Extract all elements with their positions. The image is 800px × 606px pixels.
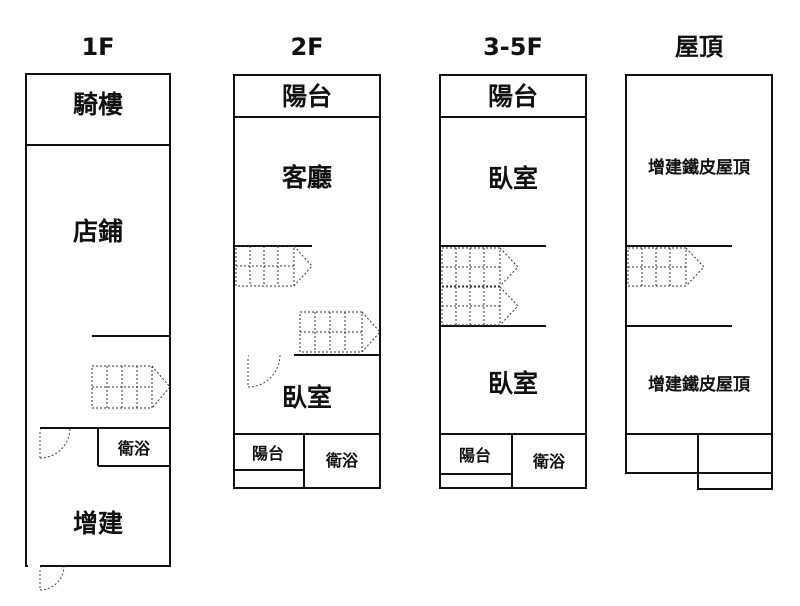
room-label: 增建鐵皮屋頂 bbox=[648, 157, 751, 178]
staircase bbox=[91, 365, 171, 409]
staircase bbox=[441, 286, 519, 326]
room-label: 臥室 bbox=[488, 164, 538, 193]
floor-2f: 2F 陽台 客廳 臥室 bbox=[233, 33, 381, 489]
room-label: 陽台 bbox=[252, 444, 284, 463]
room-label: 增建 bbox=[73, 509, 123, 538]
staircase bbox=[299, 311, 381, 353]
staircase bbox=[235, 245, 313, 287]
floor-1f: 1F 騎樓 店鋪 衛浴 增建 bbox=[25, 33, 171, 591]
floor-1f-outline bbox=[25, 73, 171, 567]
door-swing bbox=[39, 565, 65, 591]
floor-3-5f-outline bbox=[439, 74, 587, 489]
floor-title-2f: 2F bbox=[290, 33, 323, 61]
room-label: 客廳 bbox=[282, 163, 332, 192]
door-swing bbox=[247, 354, 281, 388]
room-label: 陽台 bbox=[282, 82, 332, 111]
room-label: 陽台 bbox=[459, 446, 491, 465]
floor-title-1f: 1F bbox=[81, 33, 114, 61]
room-label: 陽台 bbox=[488, 82, 538, 111]
room-label: 店鋪 bbox=[73, 217, 123, 246]
roof-annex-box bbox=[697, 433, 773, 490]
room-label: 臥室 bbox=[488, 369, 538, 398]
floor-2f-outline bbox=[233, 74, 381, 489]
floor-title-roof: 屋頂 bbox=[675, 33, 724, 61]
floor-title-3-5f: 3-5F bbox=[483, 33, 543, 61]
room-label: 增建鐵皮屋頂 bbox=[648, 374, 751, 395]
staircase bbox=[441, 247, 519, 287]
room-label: 騎樓 bbox=[73, 90, 123, 119]
room-label: 衛浴 bbox=[117, 439, 151, 458]
room-label: 衛浴 bbox=[532, 452, 566, 471]
door-swing bbox=[39, 427, 71, 459]
floor-roof-outline bbox=[625, 74, 773, 474]
room-label: 衛浴 bbox=[325, 451, 359, 470]
floor-roof: 屋頂 增建鐵皮屋頂 增建鐵皮屋頂 bbox=[625, 33, 773, 490]
floor-3-5f: 3-5F 陽台 臥室 臥室 陽台 衛浴 bbox=[439, 33, 587, 489]
room-label: 臥室 bbox=[282, 383, 332, 412]
staircase bbox=[627, 247, 705, 287]
